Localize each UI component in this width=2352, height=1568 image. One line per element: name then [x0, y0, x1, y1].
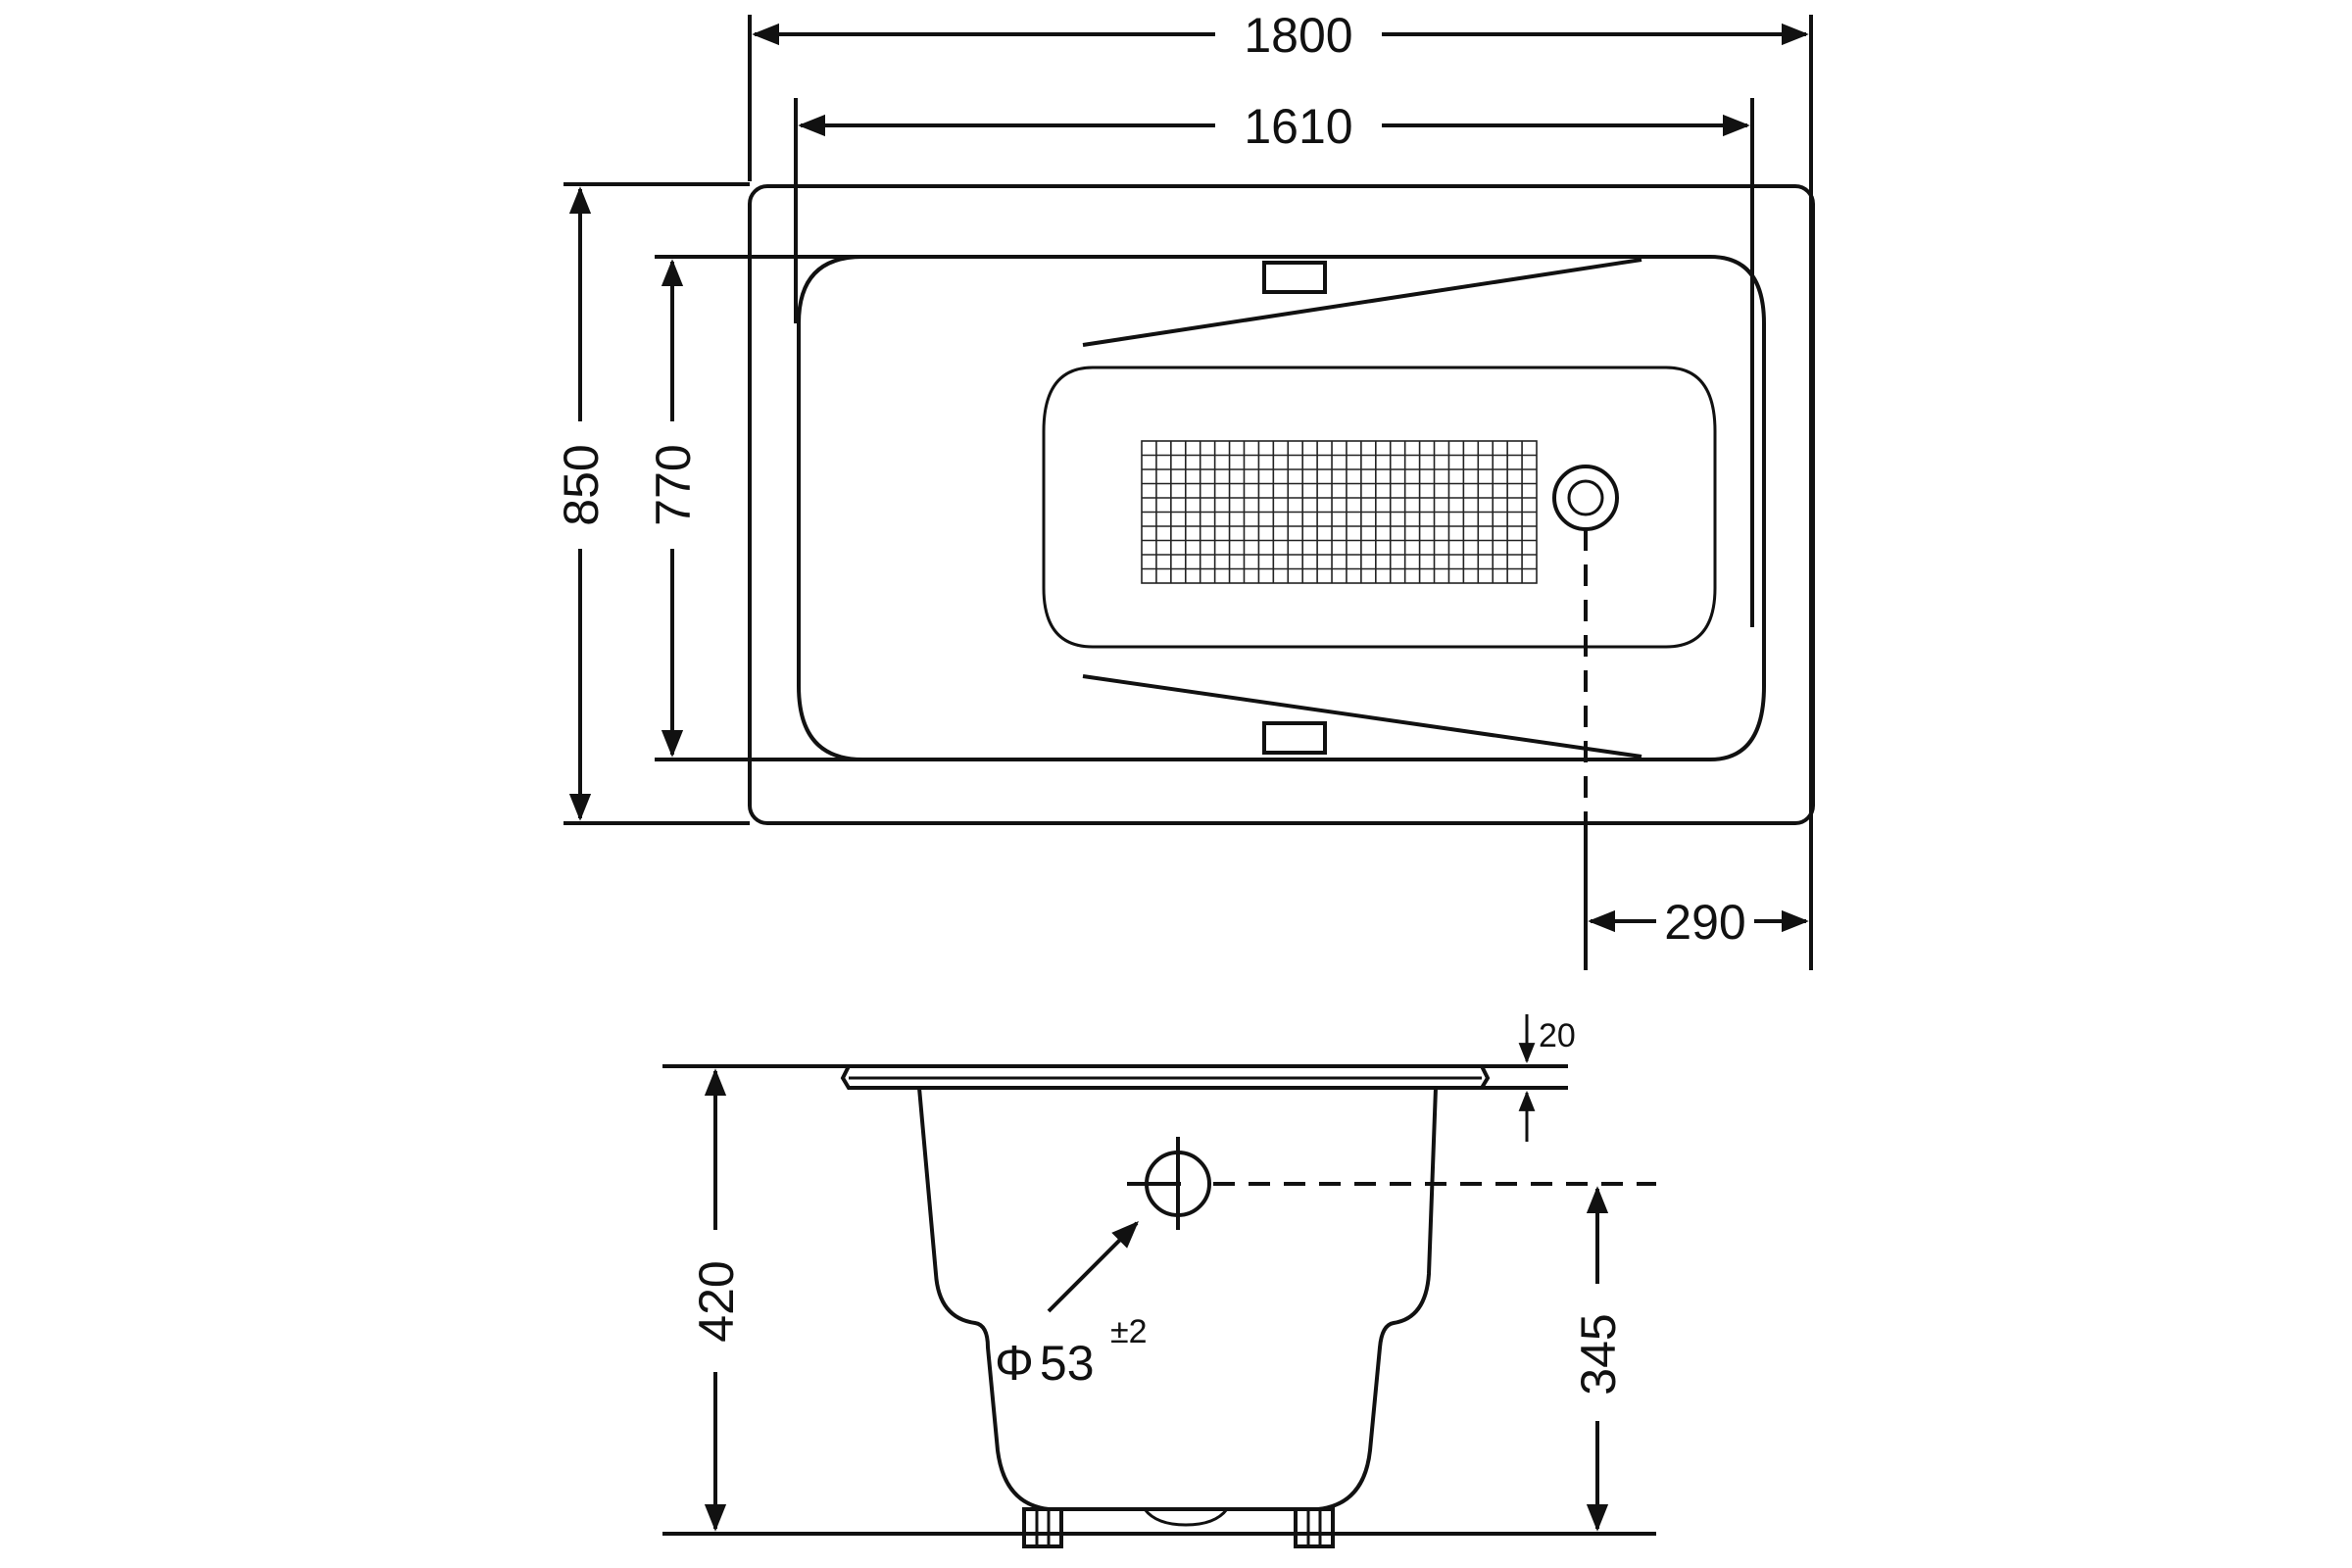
dimension-overall-height: 420: [662, 1064, 1656, 1536]
slope-line-top: [1082, 258, 1642, 347]
dimension-rim-thickness: 20: [1482, 1014, 1576, 1142]
dim-text-1800: 1800: [1244, 8, 1352, 63]
drain-outer-ring: [1552, 465, 1619, 531]
tub-inner-basin: [797, 255, 1766, 761]
dim-text-20: 20: [1539, 1017, 1576, 1054]
tub-outer-rim: [748, 184, 1815, 825]
handle-top: [1262, 261, 1327, 294]
diameter-value: 53: [1040, 1336, 1095, 1391]
anti-slip-grid: [1141, 440, 1538, 584]
dimension-overflow-height: 345: [1571, 1186, 1626, 1532]
dim-text-770: 770: [646, 444, 701, 525]
plan-view: [748, 184, 1815, 970]
tub-floor: [1042, 366, 1717, 649]
slope-line-bottom: [1082, 674, 1642, 759]
dimension-inner-length: 1610: [794, 98, 1754, 627]
overflow-leader-arrow: [1047, 1221, 1139, 1313]
drain-inner-ring: [1567, 479, 1604, 516]
tub-leg-right: [1294, 1507, 1335, 1548]
dimension-overall-length: 1800: [748, 8, 1813, 970]
tub-side-body: [917, 1087, 1438, 1511]
dim-text-tolerance: ±2: [1110, 1313, 1148, 1350]
dimension-drain-offset: 290: [1588, 895, 1809, 950]
dim-text-850: 850: [554, 444, 609, 525]
dim-text-290: 290: [1664, 895, 1745, 950]
diameter-symbol: Φ: [995, 1336, 1034, 1391]
handle-bottom: [1262, 721, 1327, 755]
dimension-overall-width: 850: [554, 182, 750, 825]
dimension-inner-width: 770: [646, 255, 862, 761]
dim-text-1610: 1610: [1244, 99, 1352, 154]
tub-leg-left: [1022, 1507, 1063, 1548]
dim-text-345: 345: [1571, 1313, 1626, 1395]
dim-text-420: 420: [689, 1260, 744, 1342]
